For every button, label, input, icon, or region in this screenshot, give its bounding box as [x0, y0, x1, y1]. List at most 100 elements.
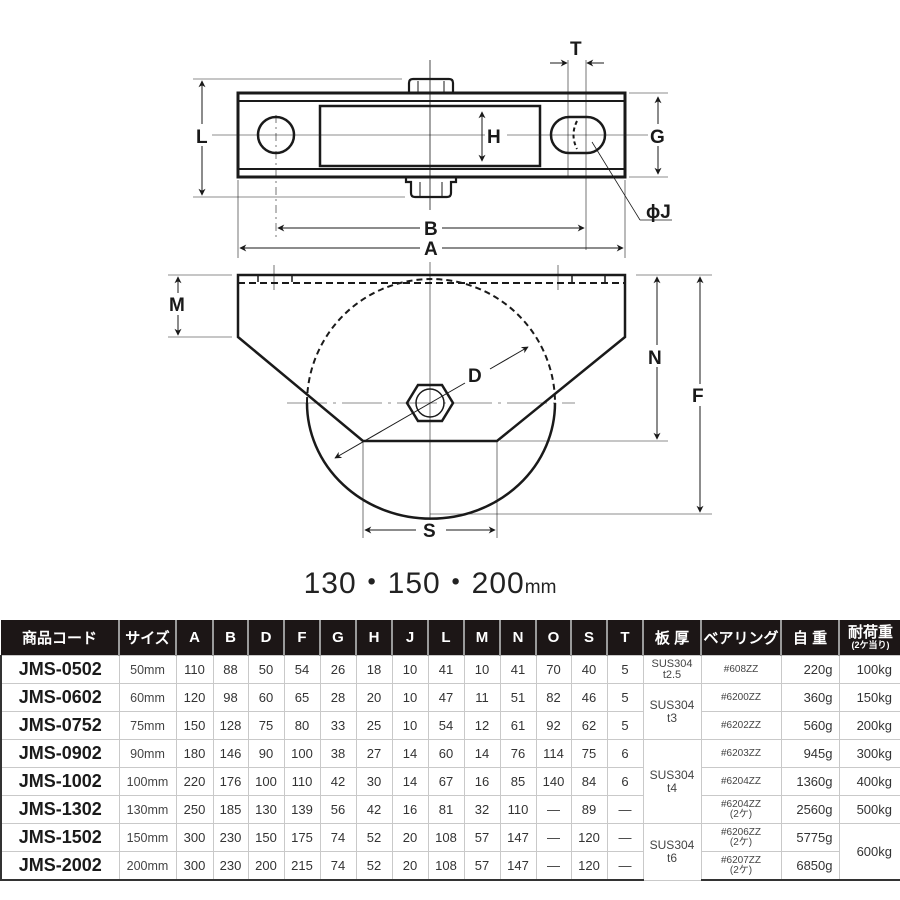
cell-bearing: #6206ZZ(2ケ)	[700, 823, 782, 852]
cell-H: 25	[355, 711, 393, 740]
cell-code: JMS-2002	[0, 851, 120, 881]
cell-H: 52	[355, 823, 393, 852]
table-row: JMS-1002 100mm 220 176 100 110 42 30 14 …	[0, 767, 900, 796]
cell-N: 147	[499, 851, 537, 881]
cell-D: 50	[247, 655, 285, 684]
cell-D: 90	[247, 739, 285, 768]
cell-T: 6	[606, 767, 644, 796]
header-L: L	[427, 620, 464, 656]
cell-H: 18	[355, 655, 393, 684]
header-J: J	[391, 620, 428, 656]
bearing-model: #6202ZZ	[720, 719, 762, 731]
cell-B: 230	[212, 823, 249, 852]
cell-N: 85	[499, 767, 537, 796]
cell-bearing: #6207ZZ(2ケ)	[700, 851, 782, 881]
bearing-model: #6206ZZ	[720, 826, 762, 838]
cell-L: 47	[427, 683, 465, 712]
cell-L: 67	[427, 767, 465, 796]
cell-A: 300	[175, 823, 214, 852]
header-load: 耐荷重 (2ケ当り)	[838, 620, 900, 656]
cell-M: 10	[463, 655, 501, 684]
cell-size: 200mm	[118, 851, 177, 881]
cell-J: 14	[391, 767, 429, 796]
cell-load: 400kg	[838, 767, 900, 796]
cell-weight: 5775g	[780, 823, 840, 852]
cell-load: 500kg	[838, 795, 900, 824]
label-N: N	[648, 348, 662, 369]
cell-B: 88	[212, 655, 249, 684]
cell-H: 42	[355, 795, 393, 824]
caption-unit: mm	[524, 577, 557, 598]
label-B: B	[424, 219, 438, 240]
cell-J: 10	[391, 711, 429, 740]
cell-G: 74	[319, 823, 357, 852]
cell-size: 100mm	[118, 767, 177, 796]
cell-bearing: #6200ZZ	[700, 683, 782, 712]
side-view-labels: M D N F S	[168, 293, 712, 542]
bearing-model: #6207ZZ	[720, 854, 762, 866]
cell-O: 92	[535, 711, 572, 740]
cell-T: —	[606, 795, 644, 824]
cell-S: 75	[570, 739, 608, 768]
cell-A: 120	[175, 683, 214, 712]
cell-N: 51	[499, 683, 537, 712]
cell-D: 200	[247, 851, 285, 881]
caster-dimension-diagram: L H T G ϕJ B A	[168, 39, 712, 542]
cell-bearing: #6204ZZ(2ケ)	[700, 795, 782, 824]
cell-H: 20	[355, 683, 393, 712]
header-code: 商品コード	[1, 620, 119, 656]
header-A: A	[175, 620, 213, 656]
side-view	[168, 262, 712, 538]
header-D: D	[247, 620, 284, 656]
cell-weight: 6850g	[780, 851, 840, 881]
label-G: G	[650, 127, 665, 148]
cell-G: 38	[319, 739, 357, 768]
cell-L: 108	[427, 851, 465, 881]
cell-T: 5	[606, 711, 644, 740]
cell-size: 75mm	[118, 711, 177, 740]
cell-F: 80	[283, 711, 321, 740]
cell-bearing: #6203ZZ	[700, 739, 782, 768]
cell-B: 230	[212, 851, 249, 881]
cell-J: 10	[391, 683, 429, 712]
bearing-model: #6204ZZ	[720, 798, 762, 810]
cell-M: 57	[463, 851, 501, 881]
cell-bearing: #6204ZZ	[700, 767, 782, 796]
cell-O: —	[535, 851, 572, 881]
cell-D: 60	[247, 683, 285, 712]
cell-M: 57	[463, 823, 501, 852]
cell-D: 100	[247, 767, 285, 796]
cell-G: 28	[319, 683, 357, 712]
cell-B: 128	[212, 711, 249, 740]
header-G: G	[319, 620, 356, 656]
cell-weight: 2560g	[780, 795, 840, 824]
cell-F: 215	[283, 851, 321, 881]
cell-G: 74	[319, 851, 357, 881]
cell-weight: 360g	[780, 683, 840, 712]
cell-O: 114	[535, 739, 572, 768]
table-row: JMS-0752 75mm 150 128 75 80 33 25 10 54 …	[0, 711, 900, 740]
cell-load: 100kg	[838, 655, 900, 684]
cell-J: 10	[391, 655, 429, 684]
cell-load: 200kg	[838, 711, 900, 740]
table-row: JMS-2002 200mm 300 230 200 215 74 52 20 …	[0, 851, 900, 881]
bearing-model: #6200ZZ	[720, 691, 762, 703]
table-row: JMS-0902 90mm 180 146 90 100 38 27 14 60…	[0, 739, 900, 824]
cell-S: 40	[570, 655, 608, 684]
cell-code: JMS-0602	[0, 683, 120, 712]
caption-sizes: 130・150・200	[303, 567, 525, 600]
cell-B: 146	[212, 739, 249, 768]
cell-T: 6	[606, 739, 644, 768]
cell-M: 11	[463, 683, 501, 712]
cell-L: 81	[427, 795, 465, 824]
cell-F: 175	[283, 823, 321, 852]
cell-A: 250	[175, 795, 214, 824]
cell-O: —	[535, 823, 572, 852]
cell-B: 176	[212, 767, 249, 796]
top-view-labels: L H T G ϕJ B A	[192, 39, 671, 260]
cell-O: 70	[535, 655, 572, 684]
cell-L: 60	[427, 739, 465, 768]
cell-S: 89	[570, 795, 608, 824]
cell-L: 108	[427, 823, 465, 852]
